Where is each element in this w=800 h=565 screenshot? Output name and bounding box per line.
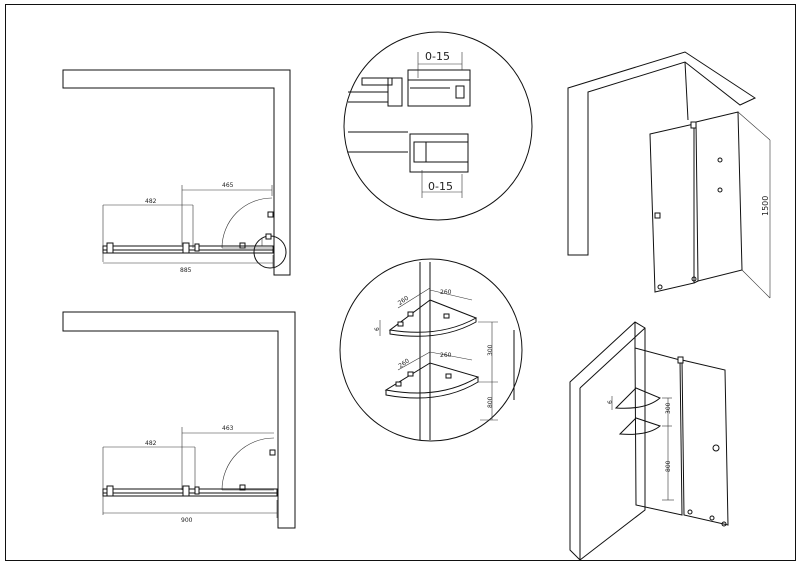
drawing-border xyxy=(5,4,796,561)
height-label: 1500 xyxy=(761,196,770,216)
perspective-view-top: 1500 xyxy=(567,51,771,299)
shelf-height-label: 800 xyxy=(487,396,494,408)
wall-outline xyxy=(62,311,296,529)
glass-panel xyxy=(634,347,683,516)
dim-door-width: 465 xyxy=(222,182,234,189)
dim-panel-width: 482 xyxy=(145,440,157,447)
wall-outline xyxy=(567,51,757,256)
detail-circle xyxy=(339,258,523,442)
gap-label-bottom: 0-15 xyxy=(428,180,453,193)
corner-shelf xyxy=(618,417,662,435)
corner-shelf xyxy=(388,299,478,333)
shelf-edge-label: 260 xyxy=(397,357,411,369)
shelf-spacing-label: 300 xyxy=(487,344,494,356)
dim-door-width: 463 xyxy=(222,425,234,432)
thickness-label: 6 xyxy=(607,400,614,404)
shelf-edge-label: 260 xyxy=(440,289,452,296)
thickness-label: 6 xyxy=(374,327,381,331)
hinge-detail: 0-15 0-15 xyxy=(343,31,533,221)
shelf-edge-label: 260 xyxy=(440,352,452,359)
glass-panel xyxy=(649,123,695,293)
plan-view-bottom: 463 482 900 xyxy=(62,311,296,529)
corner-shelf xyxy=(614,387,661,409)
shelf-detail: 260 260 6 260 260 300 800 xyxy=(339,258,523,442)
shelf-height-label: 800 xyxy=(665,460,672,472)
plan-view-top: 465 482 885 xyxy=(62,69,291,276)
shelf-spacing-label: 300 xyxy=(665,402,672,414)
glass-panel xyxy=(102,488,278,494)
detail-circle xyxy=(343,31,533,221)
dim-total-width: 900 xyxy=(181,517,193,524)
perspective-view-bottom: 6 300 800 xyxy=(569,321,729,561)
wall-outline xyxy=(62,69,291,276)
wall-outline xyxy=(569,321,646,561)
glass-door xyxy=(695,111,743,282)
corner-shelf xyxy=(384,362,480,394)
shelf-edge-label: 260 xyxy=(397,295,411,307)
glass-door xyxy=(681,359,729,526)
dim-total-width: 885 xyxy=(180,267,192,274)
gap-label-top: 0-15 xyxy=(425,50,450,63)
dim-panel-width: 482 xyxy=(145,198,157,205)
